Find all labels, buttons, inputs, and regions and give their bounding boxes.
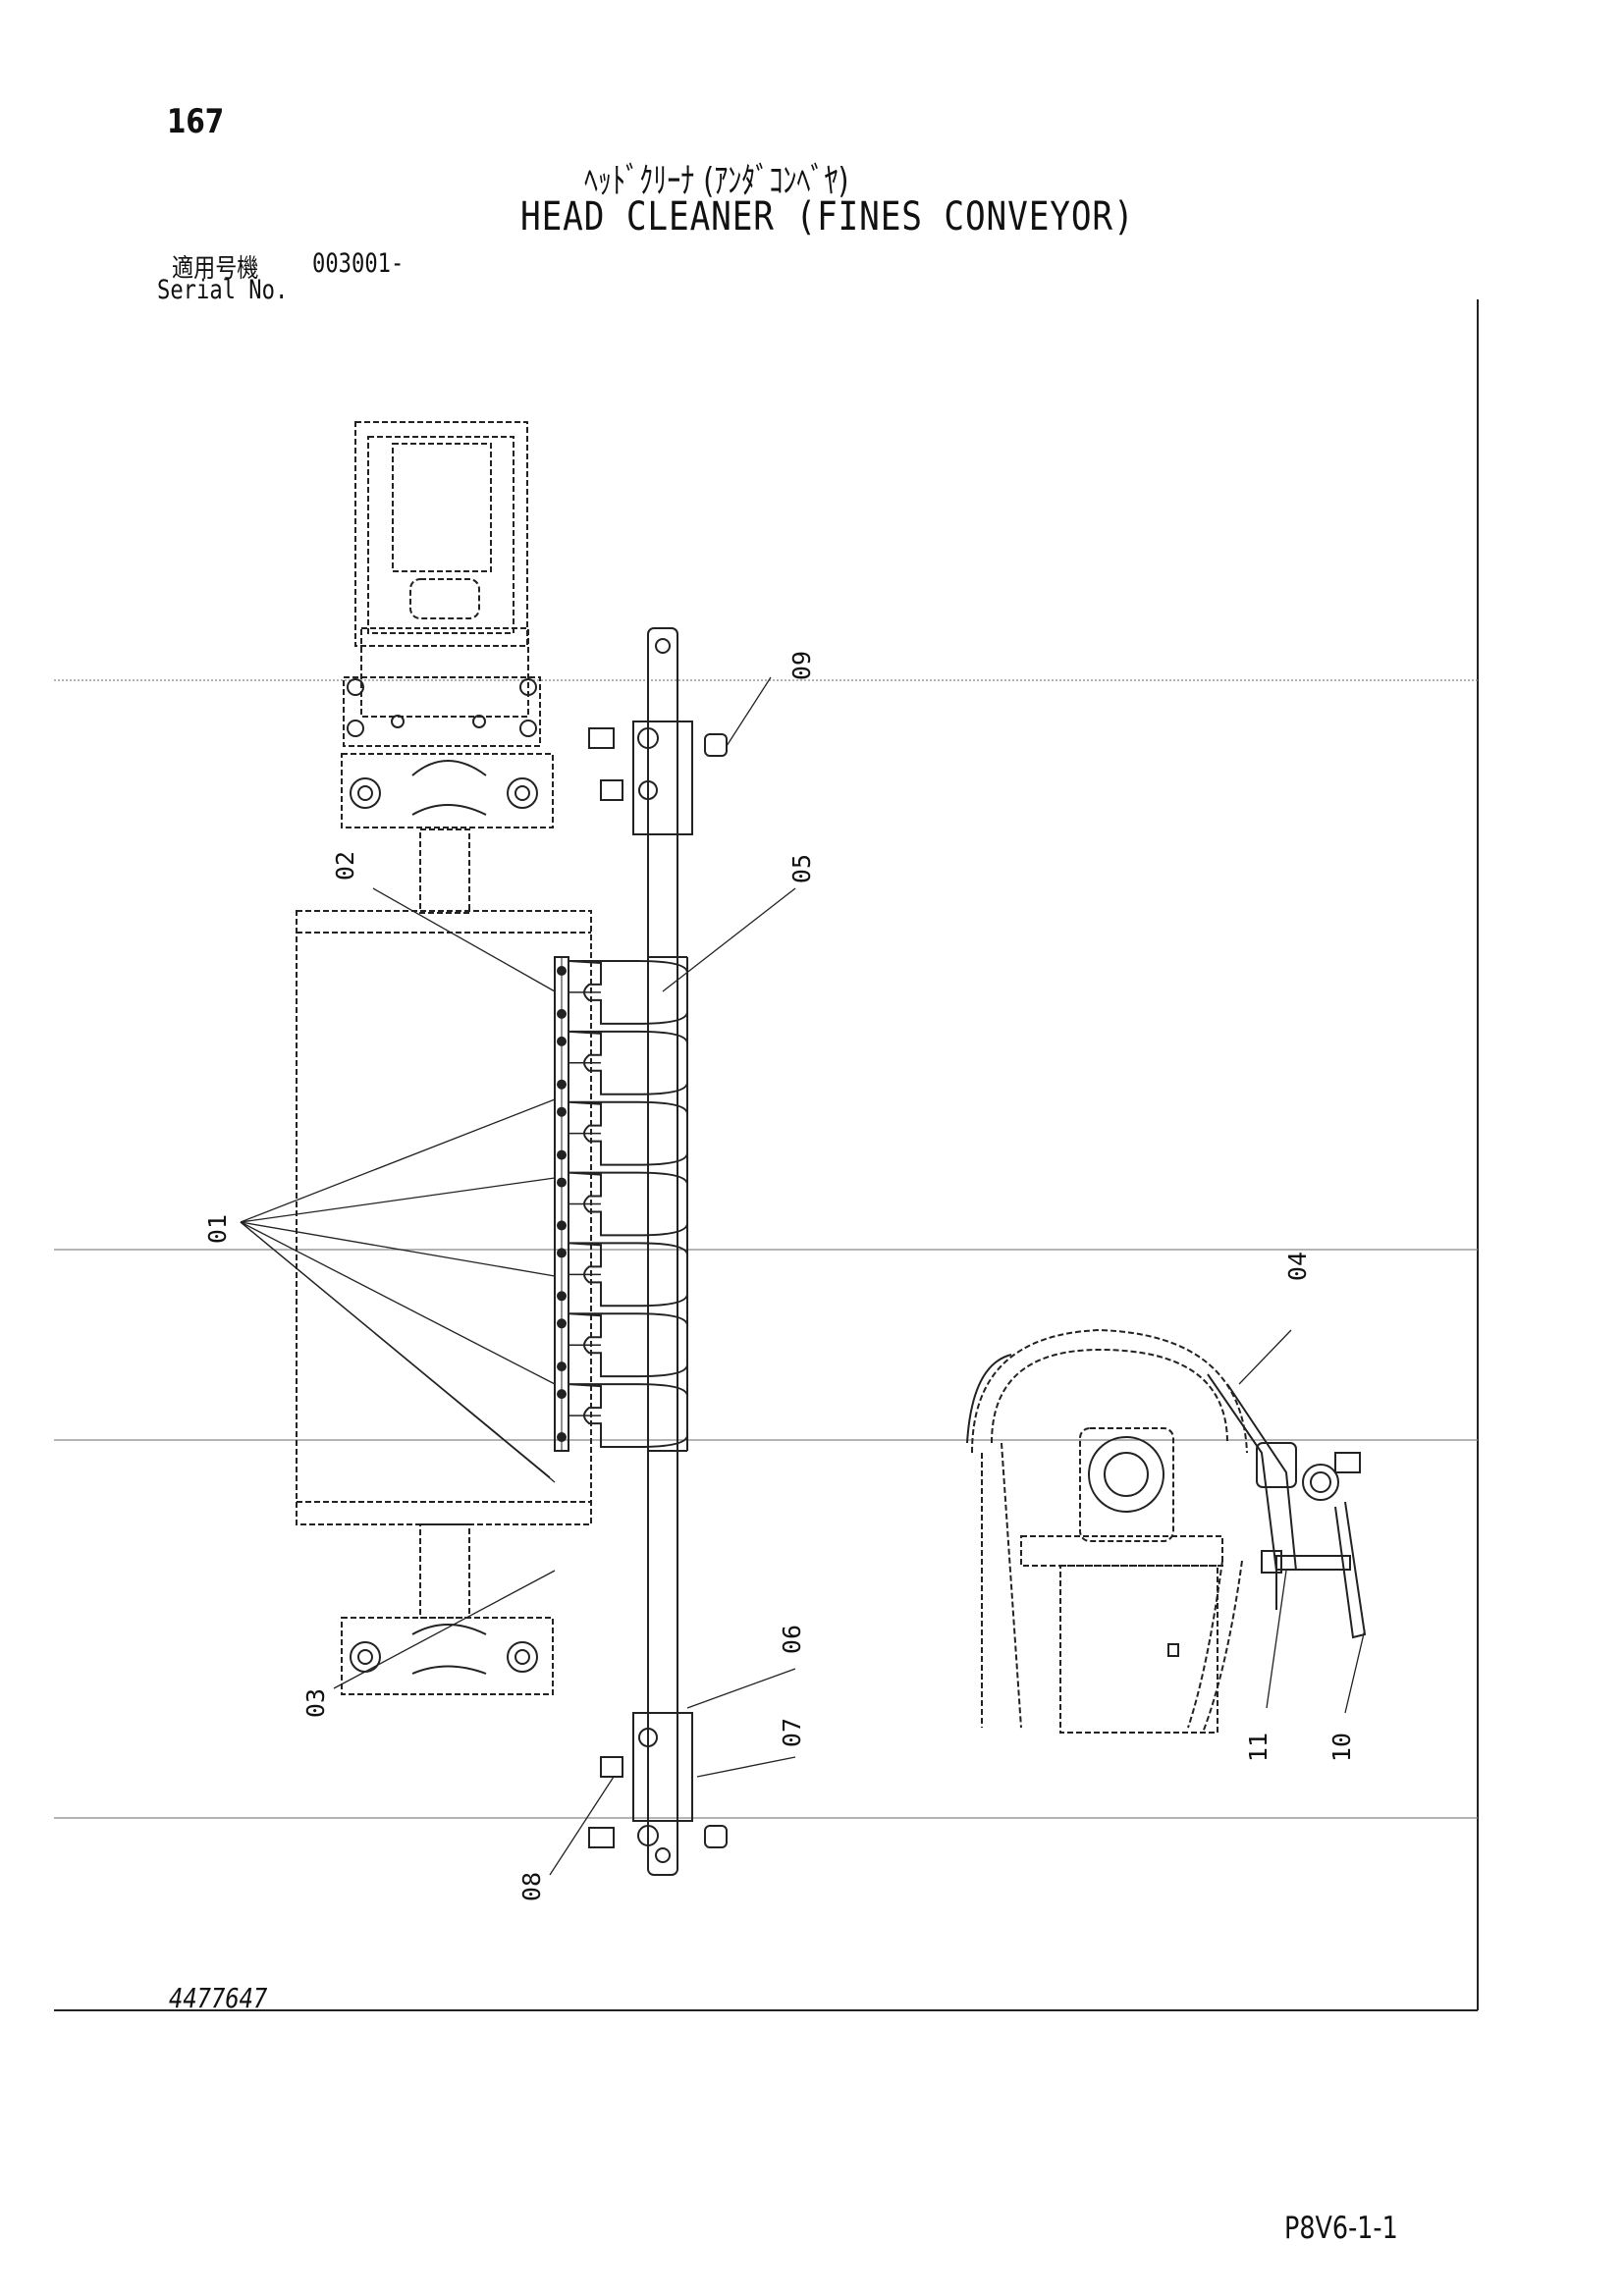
callout-09: 09	[787, 651, 816, 680]
motor-bolts	[347, 678, 537, 737]
side-view	[966, 1328, 1367, 1734]
cleaner-segment	[557, 1312, 688, 1378]
callout-10: 10	[1327, 1733, 1356, 1762]
callout-03: 03	[301, 1688, 330, 1718]
cleaner-segment	[557, 1171, 688, 1237]
page-number: 167	[167, 102, 225, 141]
serial-number-value: 003001-	[312, 248, 405, 279]
callout-01: 01	[203, 1214, 232, 1244]
pulley-drum	[296, 910, 592, 1525]
pulley-shaft-bottom	[419, 1523, 470, 1619]
bottom-clamp	[588, 1712, 728, 1848]
support-bar	[647, 627, 688, 1876]
top-bearing	[341, 753, 554, 828]
title-english: HEAD CLEANER (FINES CONVEYOR)	[520, 194, 1135, 240]
callout-05: 05	[787, 854, 816, 883]
drawing-number: 4477647	[169, 1982, 268, 2014]
top-clamp	[588, 721, 728, 835]
callout-08: 08	[517, 1872, 546, 1901]
cleaner-segment	[557, 1030, 688, 1095]
drive-motor	[343, 421, 541, 747]
leader-lines	[240, 676, 1366, 1876]
reference-lines	[54, 679, 1478, 1819]
cleaner-segment	[557, 960, 688, 1025]
cleaner-segment	[557, 1383, 688, 1448]
title-japanese: ﾍｯﾄﾞｸﾘｰﾅ (ｱﾝﾀﾞｺﾝﾍﾞﾔ)	[584, 161, 849, 201]
page-code: P8V6-1-1	[1284, 2211, 1398, 2246]
cleaner-segment	[557, 1242, 688, 1308]
callout-02: 02	[331, 851, 359, 881]
bottom-bearing	[341, 1617, 554, 1695]
pulley-shaft-top	[419, 828, 470, 914]
scraper-blade	[554, 956, 569, 1452]
cleaner-segment	[557, 1100, 688, 1166]
cleaner-segments	[557, 960, 688, 1448]
callout-11: 11	[1244, 1733, 1272, 1762]
callout-07: 07	[778, 1718, 806, 1747]
callout-04: 04	[1283, 1252, 1312, 1281]
serial-label-english: Serial No.	[157, 275, 289, 305]
callout-06: 06	[778, 1625, 806, 1654]
serial-label-japanese: 適用号機	[172, 254, 259, 284]
